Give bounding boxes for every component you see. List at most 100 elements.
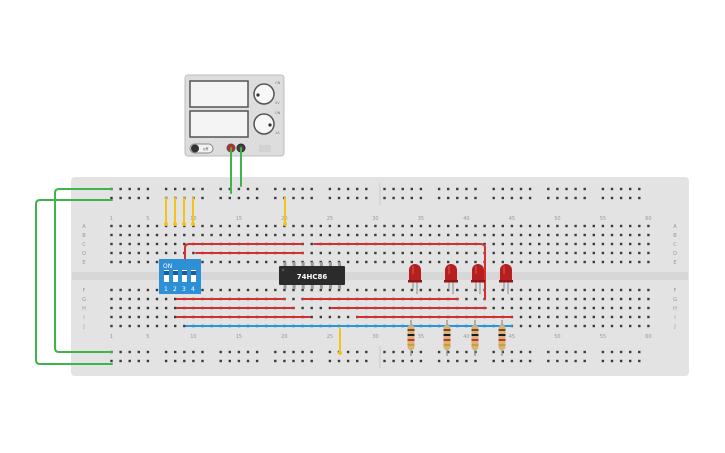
breadboard-hole[interactable] <box>401 233 404 237</box>
rail-hole[interactable] <box>346 359 350 363</box>
rail-hole[interactable] <box>301 187 304 191</box>
breadboard-hole[interactable] <box>219 233 222 237</box>
breadboard-hole[interactable] <box>619 288 623 292</box>
breadboard-hole[interactable] <box>501 288 504 292</box>
breadboard-hole[interactable] <box>356 260 359 264</box>
breadboard-hole[interactable] <box>510 233 514 237</box>
breadboard-hole[interactable] <box>583 315 586 319</box>
breadboard-hole[interactable] <box>228 233 231 237</box>
breadboard-hole[interactable] <box>110 242 113 246</box>
breadboard-hole[interactable] <box>474 251 477 255</box>
breadboard-hole[interactable] <box>346 260 350 264</box>
breadboard-hole[interactable] <box>119 242 122 246</box>
breadboard-hole[interactable] <box>501 260 504 264</box>
breadboard-hole[interactable] <box>610 324 614 328</box>
breadboard-hole[interactable] <box>319 251 322 255</box>
breadboard-hole[interactable] <box>228 260 231 264</box>
breadboard-hole[interactable] <box>401 224 404 228</box>
breadboard-hole[interactable] <box>310 306 313 310</box>
breadboard-hole[interactable] <box>647 306 650 310</box>
rail-hole[interactable] <box>528 196 532 200</box>
rail-hole[interactable] <box>246 350 250 354</box>
rail-hole[interactable] <box>410 359 413 363</box>
breadboard-hole[interactable] <box>255 233 259 237</box>
breadboard-hole[interactable] <box>519 233 523 237</box>
rail-hole[interactable] <box>137 196 140 200</box>
breadboard-hole[interactable] <box>164 242 168 246</box>
breadboard-hole[interactable] <box>437 288 441 292</box>
breadboard-hole[interactable] <box>174 242 177 246</box>
breadboard-hole[interactable] <box>619 233 623 237</box>
wire-rail-left-inner[interactable] <box>54 188 113 353</box>
rail-hole[interactable] <box>337 196 341 200</box>
breadboard-hole[interactable] <box>437 251 441 255</box>
rail-hole[interactable] <box>547 350 550 354</box>
breadboard-hole[interactable] <box>374 288 377 292</box>
breadboard-hole[interactable] <box>474 260 477 264</box>
dip-toggle[interactable] <box>182 270 187 282</box>
rail-hole[interactable] <box>228 196 231 200</box>
breadboard-hole[interactable] <box>638 251 641 255</box>
breadboard-hole[interactable] <box>538 260 541 264</box>
breadboard-hole[interactable] <box>629 306 632 310</box>
breadboard-hole[interactable] <box>146 315 150 319</box>
breadboard-hole[interactable] <box>174 251 177 255</box>
rail-hole[interactable] <box>328 196 332 200</box>
breadboard-hole[interactable] <box>592 288 595 292</box>
breadboard-hole[interactable] <box>146 242 150 246</box>
breadboard-hole[interactable] <box>437 260 441 264</box>
breadboard-hole[interactable] <box>155 315 159 319</box>
breadboard-hole[interactable] <box>638 242 641 246</box>
breadboard-hole[interactable] <box>528 260 532 264</box>
breadboard-hole[interactable] <box>164 306 168 310</box>
rail-hole[interactable] <box>310 350 313 354</box>
breadboard-hole[interactable] <box>583 324 586 328</box>
rail-hole[interactable] <box>201 187 204 191</box>
breadboard-hole[interactable] <box>164 251 168 255</box>
rail-hole[interactable] <box>110 359 113 363</box>
breadboard-hole[interactable] <box>310 242 313 246</box>
breadboard-hole[interactable] <box>456 224 459 228</box>
rail-hole[interactable] <box>146 350 150 354</box>
breadboard-hole[interactable] <box>174 324 177 328</box>
rail-hole[interactable] <box>146 196 150 200</box>
breadboard-hole[interactable] <box>146 260 150 264</box>
breadboard-hole[interactable] <box>310 233 313 237</box>
breadboard-hole[interactable] <box>610 224 614 228</box>
rail-hole[interactable] <box>228 359 231 363</box>
breadboard-hole[interactable] <box>510 242 514 246</box>
breadboard-hole[interactable] <box>219 260 222 264</box>
breadboard-hole[interactable] <box>601 224 605 228</box>
breadboard-hole[interactable] <box>137 324 140 328</box>
breadboard-hole[interactable] <box>428 224 432 228</box>
rail-hole[interactable] <box>528 187 532 191</box>
breadboard-hole[interactable] <box>319 224 322 228</box>
breadboard-hole[interactable] <box>629 324 632 328</box>
breadboard-hole[interactable] <box>164 224 168 228</box>
breadboard-hole[interactable] <box>410 288 413 292</box>
rail-hole[interactable] <box>519 359 523 363</box>
rail-hole[interactable] <box>392 196 395 200</box>
rail-hole[interactable] <box>565 196 568 200</box>
breadboard-hole[interactable] <box>265 288 268 292</box>
rail-hole[interactable] <box>128 359 131 363</box>
rail-hole[interactable] <box>346 187 350 191</box>
breadboard-hole[interactable] <box>365 224 368 228</box>
breadboard-hole[interactable] <box>629 233 632 237</box>
breadboard-hole[interactable] <box>519 242 523 246</box>
rail-hole[interactable] <box>610 187 614 191</box>
breadboard-hole[interactable] <box>246 224 250 228</box>
breadboard-hole[interactable] <box>146 306 150 310</box>
breadboard-hole[interactable] <box>310 288 313 292</box>
breadboard-hole[interactable] <box>547 324 550 328</box>
rail-hole[interactable] <box>310 359 313 363</box>
breadboard-hole[interactable] <box>137 251 140 255</box>
breadboard-hole[interactable] <box>356 224 359 228</box>
rail-hole[interactable] <box>237 187 241 191</box>
breadboard-hole[interactable] <box>565 297 568 301</box>
rail-hole[interactable] <box>574 359 577 363</box>
breadboard-hole[interactable] <box>301 306 304 310</box>
wire-red[interactable] <box>313 243 486 300</box>
rail-hole[interactable] <box>510 187 514 191</box>
breadboard-hole[interactable] <box>474 233 477 237</box>
